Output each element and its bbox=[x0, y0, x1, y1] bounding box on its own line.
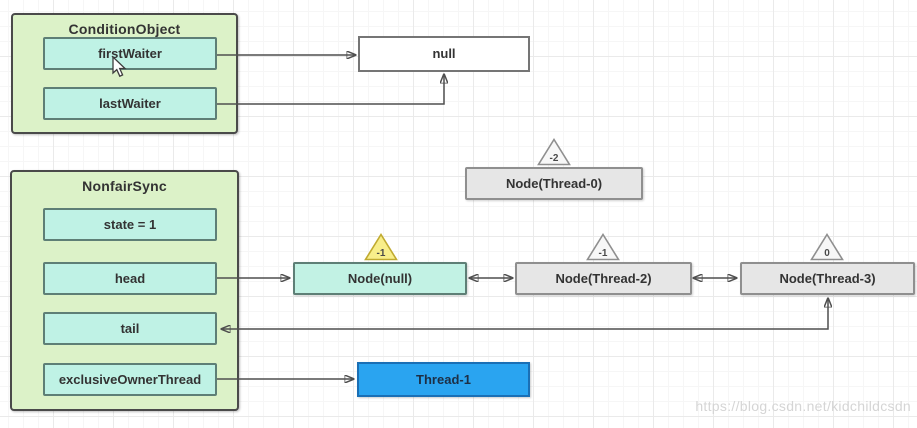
node-thread-2: Node(Thread-2) bbox=[515, 262, 692, 295]
null-node-box: null bbox=[358, 36, 530, 72]
node-thread-3: Node(Thread-3) bbox=[740, 262, 915, 295]
condition-object-box: ConditionObject firstWaiter lastWaiter bbox=[11, 13, 238, 134]
waitstatus-badge-null: -1 bbox=[364, 232, 398, 261]
nonfairsync-box: NonfairSync state = 1 head tail exclusiv… bbox=[10, 170, 239, 411]
field-exclusiveownerthread: exclusiveOwnerThread bbox=[43, 363, 217, 396]
arrow-lastwaiter-to-null bbox=[217, 75, 444, 105]
triangle-icon bbox=[586, 232, 620, 261]
waitstatus-value: 0 bbox=[824, 248, 830, 259]
watermark-text: https://blog.csdn.net/kidchildcsdn bbox=[695, 398, 911, 414]
field-lastwaiter: lastWaiter bbox=[43, 87, 217, 120]
nonfairsync-title: NonfairSync bbox=[82, 178, 167, 194]
thread-1-box: Thread-1 bbox=[357, 362, 530, 397]
triangle-icon bbox=[810, 232, 844, 261]
waitstatus-badge-thread-3: 0 bbox=[810, 232, 844, 261]
mouse-cursor-icon bbox=[112, 55, 127, 78]
waitstatus-value: -1 bbox=[377, 248, 386, 259]
condition-object-title: ConditionObject bbox=[68, 21, 181, 37]
field-tail: tail bbox=[43, 312, 217, 345]
waitstatus-badge-thread-0: -2 bbox=[537, 137, 571, 166]
waitstatus-badge-thread-2: -1 bbox=[586, 232, 620, 261]
node-thread-0: Node(Thread-0) bbox=[465, 167, 643, 200]
field-firstwaiter: firstWaiter bbox=[43, 37, 217, 70]
field-state: state = 1 bbox=[43, 208, 217, 241]
node-null: Node(null) bbox=[293, 262, 467, 295]
arrow-node-thread-3-to-tail bbox=[222, 299, 828, 329]
field-head: head bbox=[43, 262, 217, 295]
triangle-icon bbox=[537, 137, 571, 166]
waitstatus-value: -1 bbox=[599, 248, 608, 259]
triangle-icon bbox=[364, 232, 398, 261]
waitstatus-value: -2 bbox=[550, 153, 559, 164]
